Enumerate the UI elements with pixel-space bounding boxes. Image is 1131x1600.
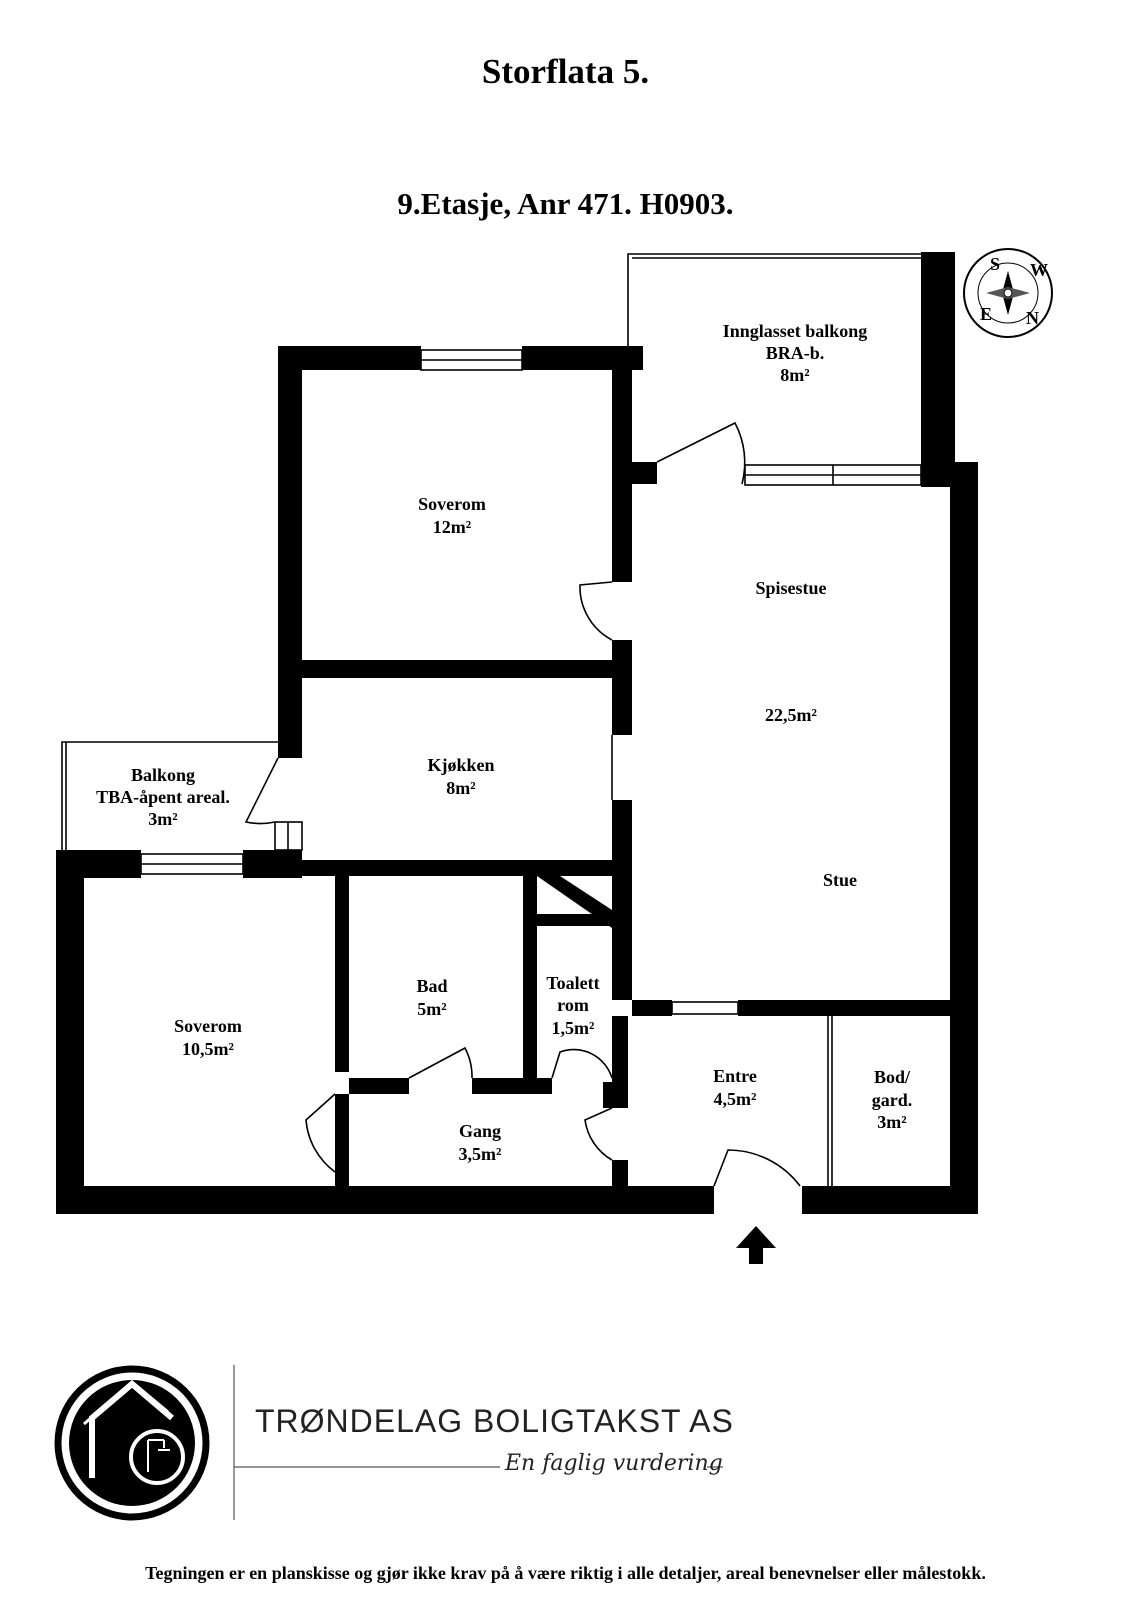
room-area-living: 22,5m²	[765, 705, 817, 725]
room-name-bedroom-1: Soverom	[418, 494, 486, 514]
room-name-dining: Spisestue	[755, 578, 826, 598]
room-name-glazed-balcony: Innglasset balkong	[723, 321, 868, 341]
room-area-storage: 3m²	[877, 1112, 906, 1132]
compass-label: E	[980, 304, 992, 324]
wall	[632, 462, 657, 484]
room-area-kitchen: 8m²	[446, 778, 475, 798]
thin-lines	[61, 253, 922, 1187]
door-swing	[305, 1093, 336, 1173]
page-title: Storflata 5.	[481, 52, 650, 91]
compass-label: N	[1026, 308, 1039, 328]
door-swing	[408, 1046, 473, 1079]
room-type-open-balcony: TBA-åpent areal.	[96, 787, 230, 807]
wall	[335, 876, 349, 1072]
wall	[950, 462, 978, 1214]
balcony-rail	[627, 253, 921, 346]
room-name-storage: Bod/	[874, 1067, 911, 1087]
room-name-toilet-2: rom	[557, 995, 589, 1015]
room-area-entrance: 4,5m²	[714, 1089, 757, 1109]
room-name-living: Stue	[823, 870, 857, 890]
company-tagline: En faglig vurdering	[505, 1451, 723, 1476]
room-area-bath: 5m²	[417, 999, 446, 1019]
door-swing	[584, 1107, 613, 1161]
room-area-bedroom-1: 12m²	[433, 517, 471, 537]
room-area-toilet: 1,5m²	[552, 1018, 595, 1038]
wall	[612, 800, 632, 1000]
wall	[802, 1186, 978, 1214]
wall	[612, 346, 632, 466]
wall	[278, 346, 302, 758]
wall	[603, 1082, 628, 1108]
door-swing	[713, 1149, 801, 1187]
wall	[612, 640, 632, 735]
wall	[349, 1078, 409, 1094]
room-type-glazed-balcony: BRA-b.	[766, 343, 825, 363]
floor-subtitle: 9.Etasje, Anr 471. H0903.	[397, 186, 734, 221]
room-name-open-balcony: Balkong	[131, 765, 195, 785]
wall	[243, 850, 302, 878]
wall	[302, 860, 632, 876]
room-area-glazed-balcony: 8m²	[780, 365, 809, 385]
room-area-open-balcony: 3m²	[148, 809, 177, 829]
wall	[523, 876, 537, 1094]
disclaimer: Tegningen er en planskisse og gjør ikke …	[145, 1563, 986, 1583]
company-name: TRØNDELAG BOLIGTAKST AS	[255, 1403, 734, 1439]
room-name-entrance: Entre	[713, 1066, 757, 1086]
wall	[738, 1000, 950, 1016]
room-area-bedroom-2: 10,5m²	[182, 1039, 234, 1059]
door-swing	[244, 757, 279, 825]
room-name-hall: Gang	[459, 1121, 501, 1141]
room-name-bath: Bad	[416, 976, 447, 996]
room-name-storage-2: gard.	[872, 1090, 913, 1110]
room-area-hall: 3,5m²	[459, 1144, 502, 1164]
company-logo	[54, 1365, 210, 1521]
balcony-rail	[61, 741, 278, 850]
door-swing	[656, 421, 746, 485]
wall	[302, 660, 612, 678]
wall	[56, 850, 84, 1214]
compass-label: W	[1030, 260, 1048, 280]
wall	[921, 252, 955, 484]
walls	[56, 252, 978, 1214]
entry-arrow-icon	[736, 1226, 776, 1264]
opening	[671, 1001, 739, 1015]
diagonal-wall	[537, 876, 612, 928]
room-name-kitchen: Kjøkken	[427, 755, 494, 775]
room-name-toilet: Toalett	[546, 973, 599, 993]
door-swing	[551, 1048, 613, 1079]
wall	[335, 1094, 349, 1186]
compass-label: S	[990, 254, 1000, 274]
room-name-bedroom-2: Soverom	[174, 1016, 242, 1036]
door-swing	[579, 581, 613, 641]
compass-icon: S W N E	[963, 248, 1053, 338]
wall	[56, 1186, 714, 1214]
wall	[632, 1000, 672, 1016]
wall	[612, 1160, 628, 1186]
wall	[472, 1078, 552, 1094]
wall	[612, 462, 632, 582]
wall	[537, 914, 612, 926]
